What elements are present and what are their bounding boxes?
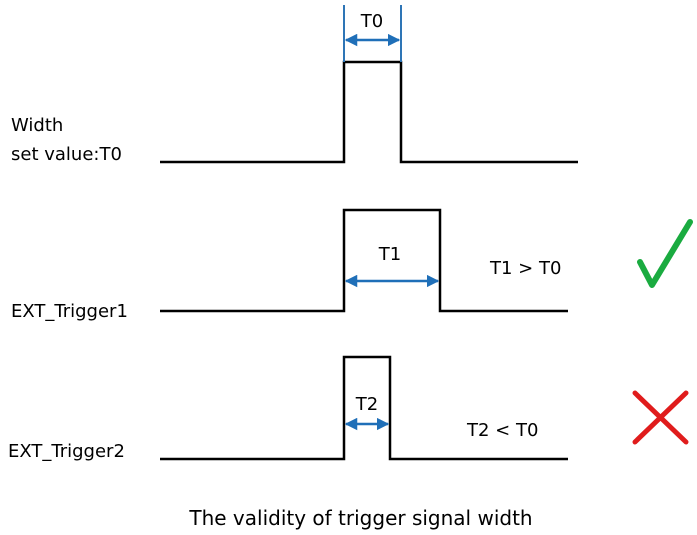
waveform-t0	[160, 60, 578, 164]
check-mark-icon	[637, 219, 693, 288]
signal-label: EXT_Trigger1	[11, 301, 128, 322]
signal-label-line-1: Width	[11, 115, 63, 136]
signal-width-set-value: Width set value:T0 T0	[11, 5, 578, 165]
signal-label-line-2: set value:T0	[11, 144, 122, 165]
comparison-t2-lt-t0: T2 < T0	[466, 420, 538, 441]
signal-label: EXT_Trigger2	[8, 441, 125, 462]
signal-ext-trigger1: EXT_Trigger1 T1 T1 > T0	[11, 208, 693, 322]
diagram-caption: The validity of trigger signal width	[188, 506, 532, 530]
waveform-t2	[160, 355, 568, 461]
waveform-t1	[160, 208, 568, 313]
pulse-label-t2: T2	[355, 394, 378, 415]
comparison-t1-gt-t0: T1 > T0	[489, 258, 561, 279]
pulse-label-t1: T1	[378, 244, 401, 265]
signal-ext-trigger2: EXT_Trigger2 T2 T2 < T0	[8, 355, 689, 462]
pulse-label-t0: T0	[360, 11, 383, 32]
cross-mark-icon	[632, 390, 689, 445]
